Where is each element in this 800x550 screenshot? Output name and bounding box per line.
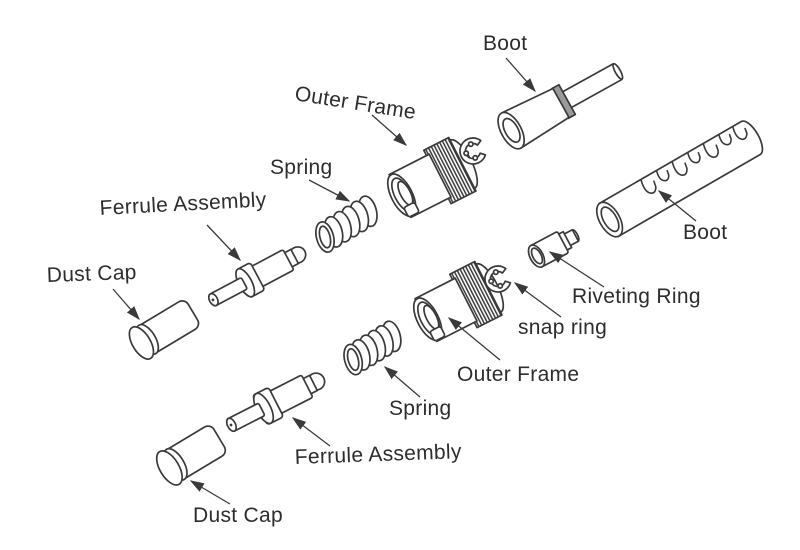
top-boot-arrow — [505, 57, 536, 93]
snap-ring-label: snap ring — [518, 316, 607, 339]
top-boot-part — [497, 62, 624, 150]
top-dust-cap-label: Dust Cap — [46, 261, 137, 287]
top-ferrule-assembly-part — [207, 246, 307, 307]
top-spring-part — [315, 195, 378, 253]
bottom-outer-frame-label: Outer Frame — [457, 363, 579, 386]
top-ferrule-assembly-label: Ferrule Assembly — [99, 188, 267, 220]
bottom-spring-part — [343, 320, 402, 376]
right-boot-arrow — [657, 190, 697, 222]
bottom-ferrule-assembly-arrow — [291, 417, 331, 447]
top-outer-frame-label: Outer Frame — [293, 82, 417, 124]
right-boot-part — [595, 120, 764, 238]
leader-arrows — [112, 57, 697, 505]
bottom-dust-cap-label: Dust Cap — [193, 504, 283, 527]
bottom-spring-arrow — [383, 366, 421, 398]
riveting-ring-label: Riveting Ring — [572, 285, 701, 308]
snap-ring-arrow — [513, 282, 562, 318]
top-boot-label: Boot — [483, 32, 527, 55]
top-outer-frame-arrow — [371, 114, 408, 146]
bottom-outer-frame-arrow — [447, 317, 501, 361]
top-ferrule-assembly-arrow — [206, 224, 241, 262]
top-spring-arrow — [308, 179, 351, 202]
riveting-ring-part — [527, 228, 580, 268]
bottom-ferrule-assembly-part — [225, 372, 326, 433]
top-outer-frame-part — [386, 136, 479, 219]
bottom-dust-cap-arrow — [189, 480, 231, 505]
top-spring-label: Spring — [270, 156, 333, 179]
bottom-dust-cap-part — [155, 425, 227, 486]
top-dust-cap-part — [128, 300, 200, 360]
bottom-spring-label: Spring — [389, 397, 452, 420]
part-labels: Dust Cap Ferrule Assembly Spring Outer F… — [46, 32, 727, 527]
boot-strain-relief-slots — [640, 126, 748, 194]
bottom-snap-ring-part — [484, 265, 512, 293]
right-boot-label: Boot — [683, 221, 727, 244]
riveting-ring-arrow — [548, 251, 605, 288]
bottom-ferrule-assembly-label: Ferrule Assembly — [294, 440, 462, 469]
top-dust-cap-arrow — [112, 288, 140, 321]
top-snap-ring-part — [459, 137, 487, 165]
